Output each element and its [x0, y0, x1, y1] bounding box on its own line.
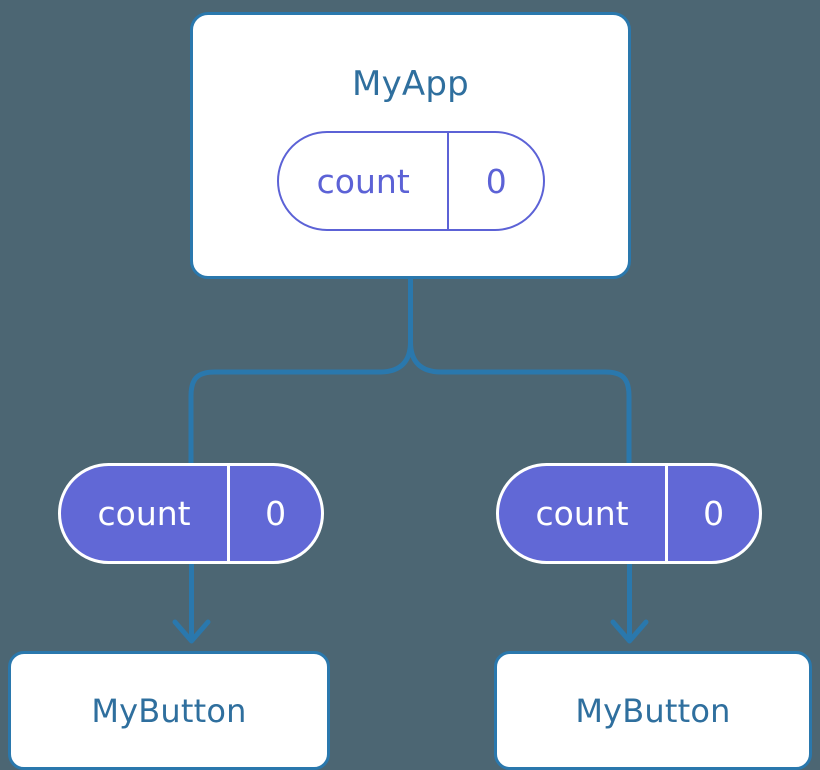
- state-pill-myapp-count[interactable]: count 0: [277, 131, 545, 231]
- prop-pill-right-count[interactable]: count 0: [496, 463, 762, 564]
- state-pill-key: count: [279, 133, 450, 229]
- prop-arrow-left-head: [172, 619, 211, 644]
- component-box-mybutton-right[interactable]: MyButton: [494, 651, 812, 770]
- component-title-mybutton: MyButton: [91, 691, 247, 730]
- prop-pill-key: count: [61, 466, 231, 561]
- state-flow-branch-right: [408, 341, 632, 463]
- prop-pill-key: count: [499, 466, 669, 561]
- prop-arrow-right-head: [610, 619, 649, 644]
- component-box-mybutton-left[interactable]: MyButton: [8, 651, 330, 770]
- state-flow-branch-left: [188, 341, 413, 463]
- component-title-myapp: MyApp: [352, 64, 469, 104]
- component-title-mybutton: MyButton: [575, 691, 731, 730]
- prop-pill-left-count[interactable]: count 0: [58, 463, 324, 564]
- prop-pill-value: 0: [703, 494, 725, 533]
- state-pill-value: 0: [485, 161, 507, 201]
- prop-pill-value: 0: [265, 494, 287, 533]
